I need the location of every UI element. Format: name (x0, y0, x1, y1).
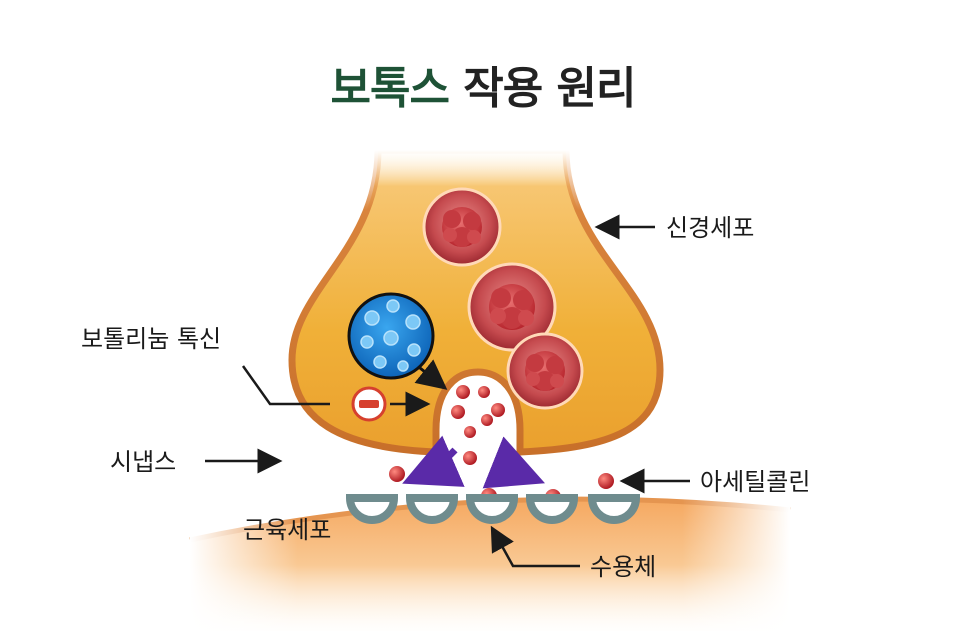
label-receptor: 수용체 (590, 553, 656, 581)
label-synapse: 시냅스 (110, 448, 176, 476)
vesicle (467, 262, 557, 352)
label-acetylcholine: 아세틸콜린 (700, 468, 810, 496)
label-neuron: 신경세포 (666, 214, 754, 242)
callout-lines (205, 214, 690, 568)
page-title: 보톡스 작용 원리 (0, 52, 966, 116)
botulinum-toxin (347, 292, 448, 390)
release-arrows (402, 435, 545, 489)
acetylcholine-cluster (451, 385, 505, 438)
title-rest: 작용 원리 (463, 63, 636, 114)
vesicle (506, 332, 584, 410)
vesicle (422, 187, 502, 267)
title-accent: 보톡스 (330, 63, 449, 114)
minus-circle-icon (351, 386, 387, 422)
label-botulinum-toxin: 보톨리눔 톡신 (81, 325, 221, 353)
label-muscle-cell: 근육세포 (243, 516, 331, 544)
receptors (345, 494, 641, 524)
